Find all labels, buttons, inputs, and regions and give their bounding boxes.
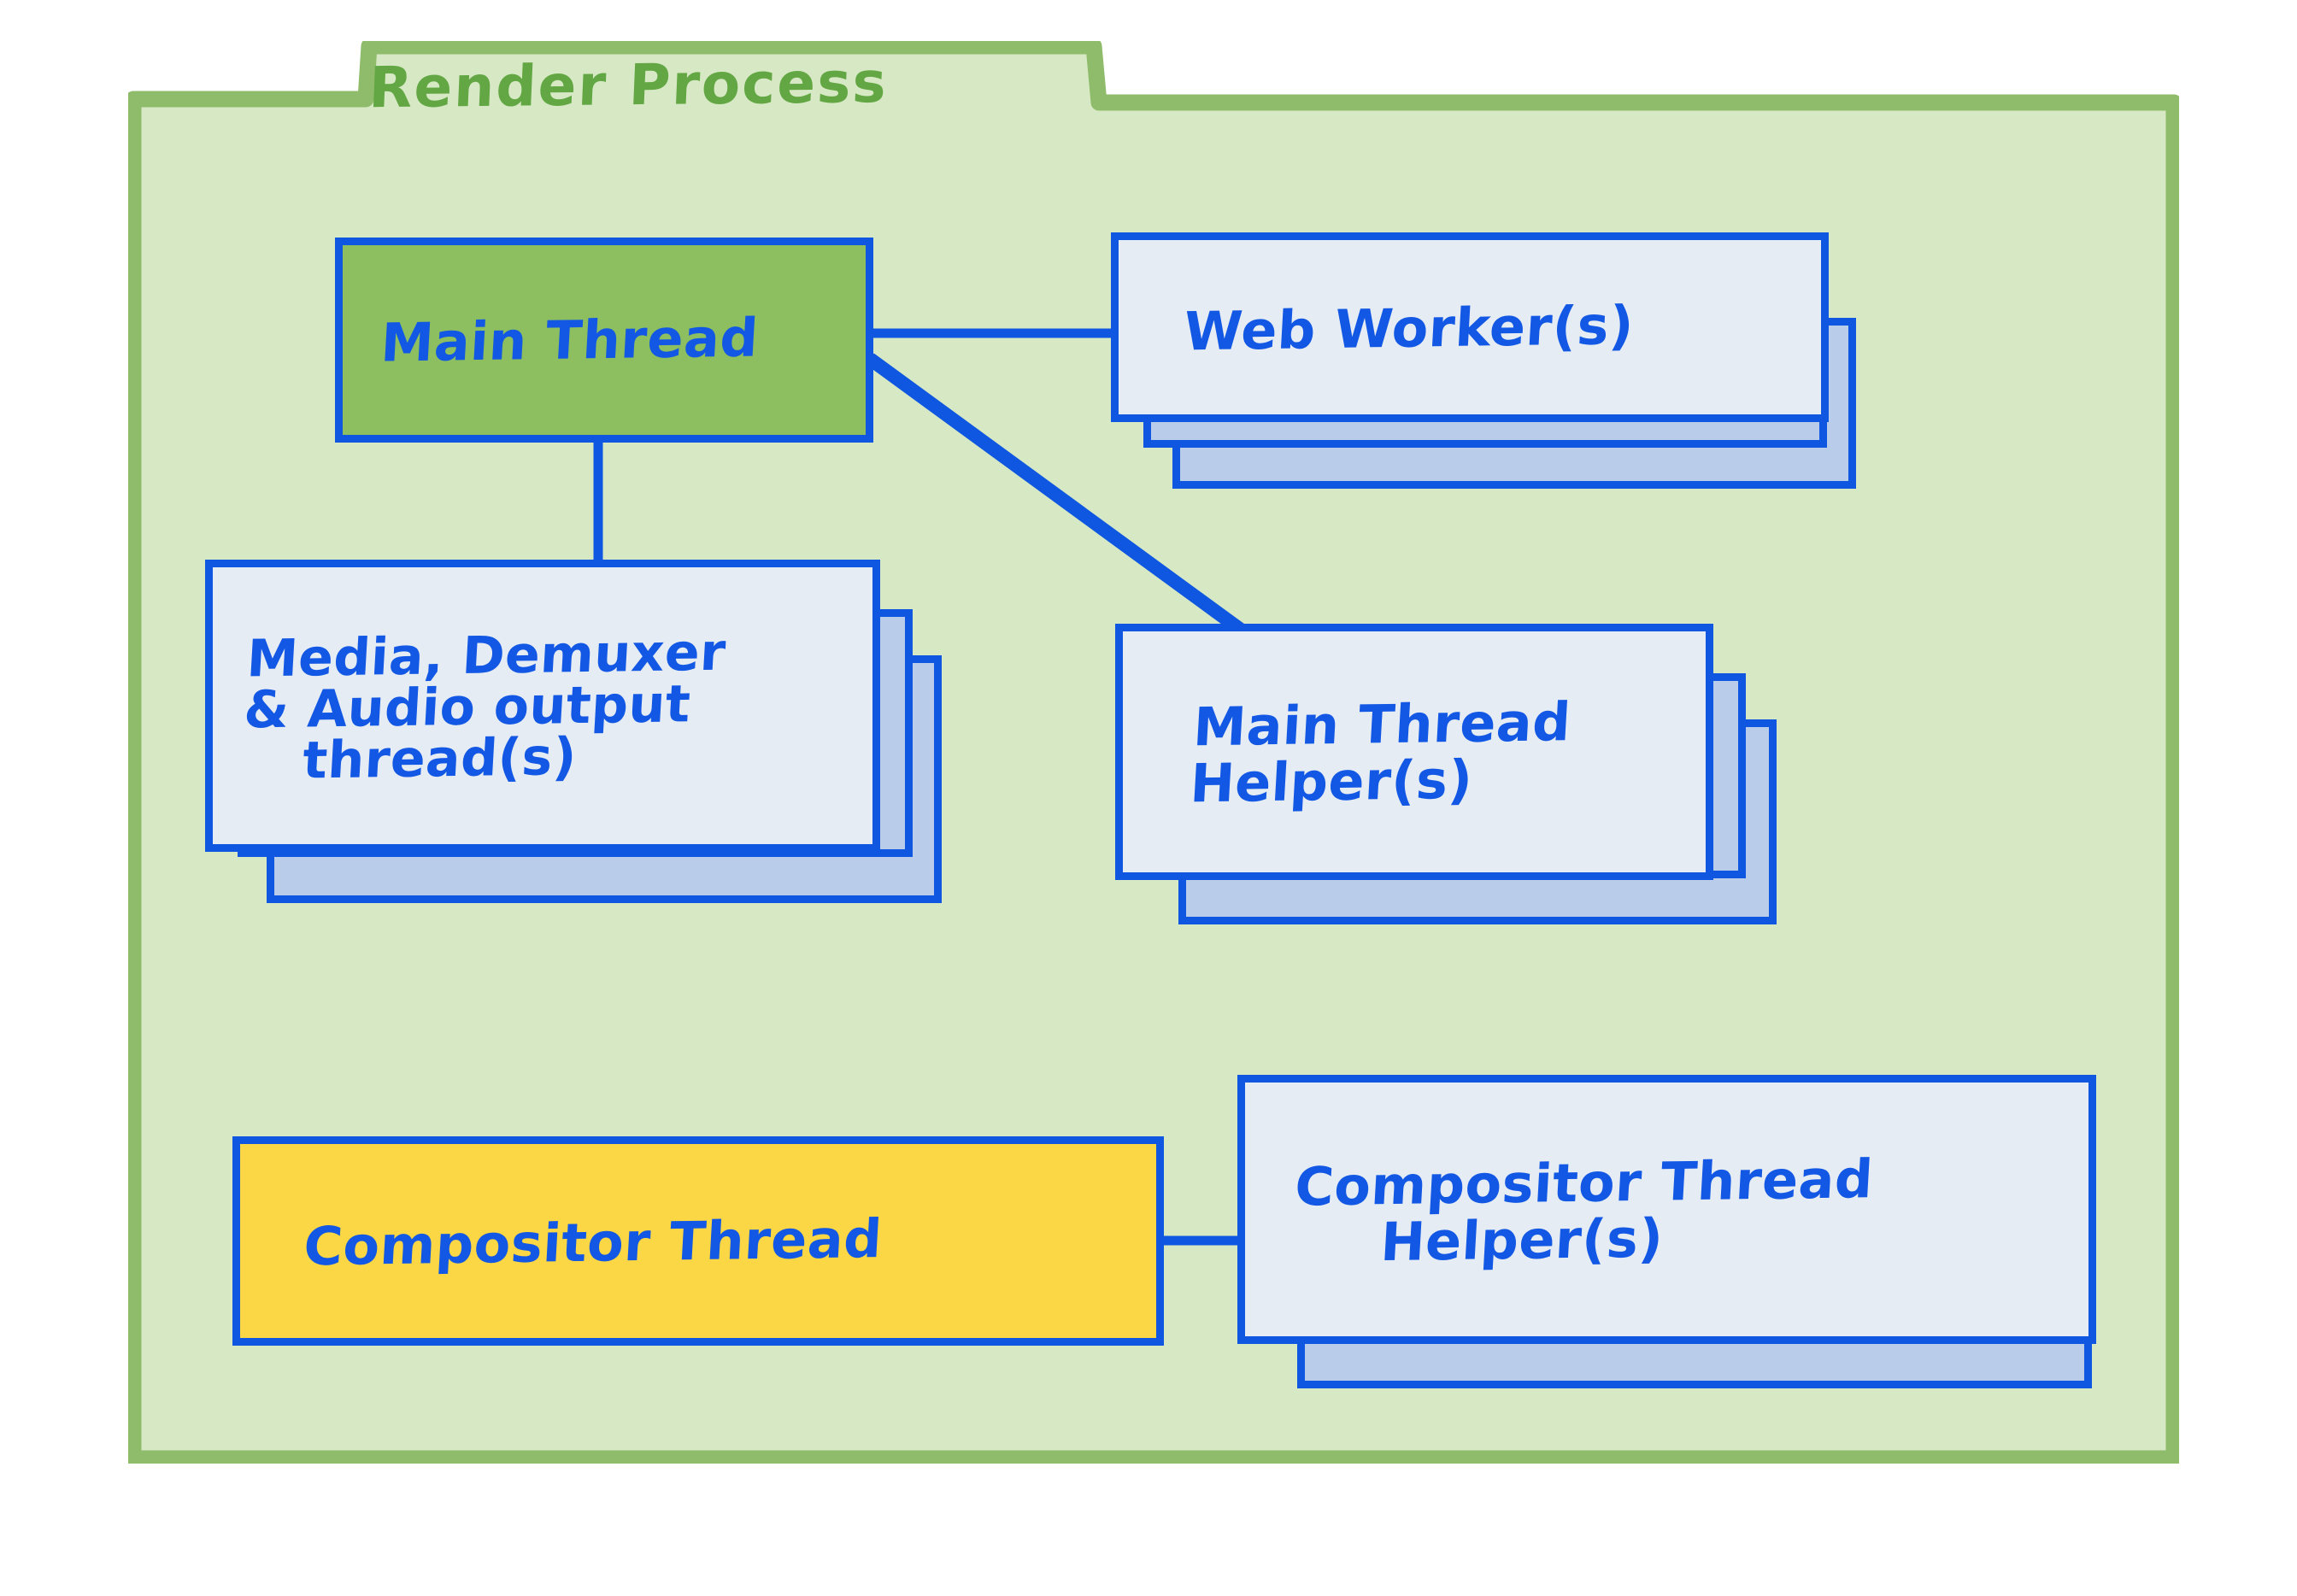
compositor-thread-card [232, 1136, 1164, 1346]
node-compositor-thread[interactable]: Compositor Thread [232, 1136, 1164, 1346]
page-title: Render Process [367, 49, 890, 120]
node-compositor-thread-helper[interactable]: Compositor Thread Helper(s) [1237, 1075, 2156, 1434]
media-card-front [205, 560, 880, 852]
web-worker-card-front [1111, 232, 1829, 422]
node-main-thread[interactable]: Main Thread [335, 238, 873, 443]
compositor-thread-helper-card-front [1237, 1075, 2096, 1344]
node-web-worker[interactable]: Web Worker(s) [1111, 232, 1914, 497]
main-thread-card [335, 238, 873, 443]
node-media-demuxer-audio-output-thread[interactable]: Media, Demuxer & Audio output thread(s) [205, 560, 957, 953]
main-thread-helper-card-front [1115, 624, 1713, 880]
node-main-thread-helper[interactable]: Main Thread Helper(s) [1115, 624, 1799, 983]
